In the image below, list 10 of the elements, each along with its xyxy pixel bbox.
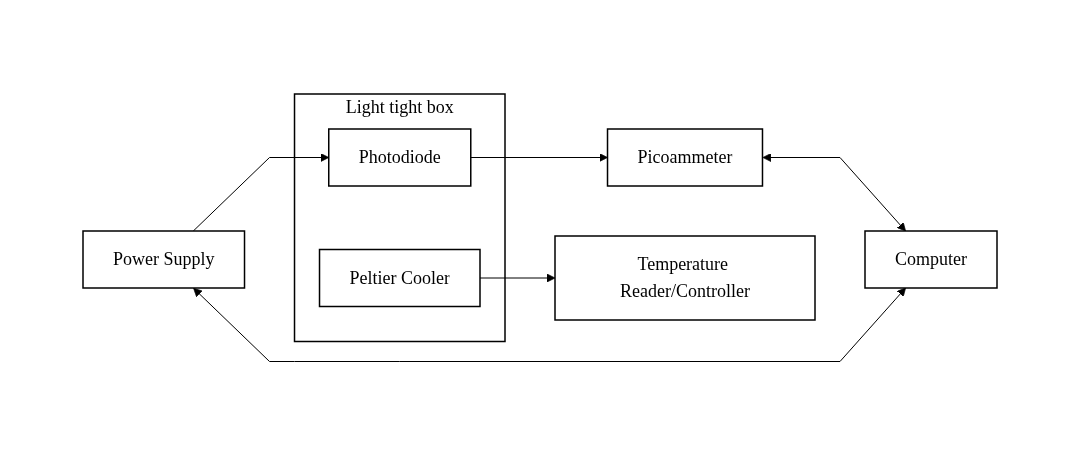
node-box: Power Supply: [81, 230, 245, 289]
node-box: Computer: [863, 230, 998, 289]
arrow: [192, 287, 906, 362]
node-box: Peltier Cooler: [318, 248, 481, 307]
node-box: Temperature Reader/Controller: [553, 235, 816, 321]
arrow: [762, 152, 906, 232]
arrow: [192, 152, 329, 232]
node-box: Photodiode: [327, 128, 471, 187]
node-box: Picoammeter: [606, 128, 763, 187]
arrow: [479, 273, 555, 283]
